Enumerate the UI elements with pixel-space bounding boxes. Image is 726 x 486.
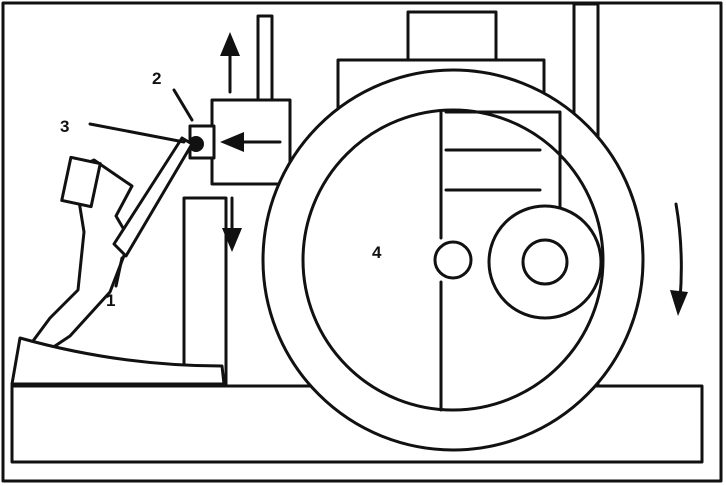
label-part-2: 2 [152,69,161,88]
flywheel-inner-rim [301,108,605,412]
arrow-down [222,196,242,252]
guide-rod [256,14,274,104]
arrow-left [220,132,282,152]
pivot-pin [188,136,204,152]
eccentric-bore [521,238,569,286]
leader-2 [172,88,194,122]
tilting-bracket [10,158,134,386]
lever-arm [112,136,194,258]
leader-3 [88,122,186,144]
arrow-rotation [670,202,688,316]
bracket-arc-base [10,336,226,386]
wheel-hub [433,240,473,280]
wheel-internal-guides [444,110,562,228]
label-part-3: 3 [60,117,69,136]
upper-tower-block [406,10,498,64]
arrow-up [220,32,240,94]
support-post [182,196,228,388]
label-part-1: 1 [106,291,115,310]
bracket-top-block [60,155,102,209]
leader-1 [114,256,124,288]
label-part-4: 4 [372,243,382,262]
